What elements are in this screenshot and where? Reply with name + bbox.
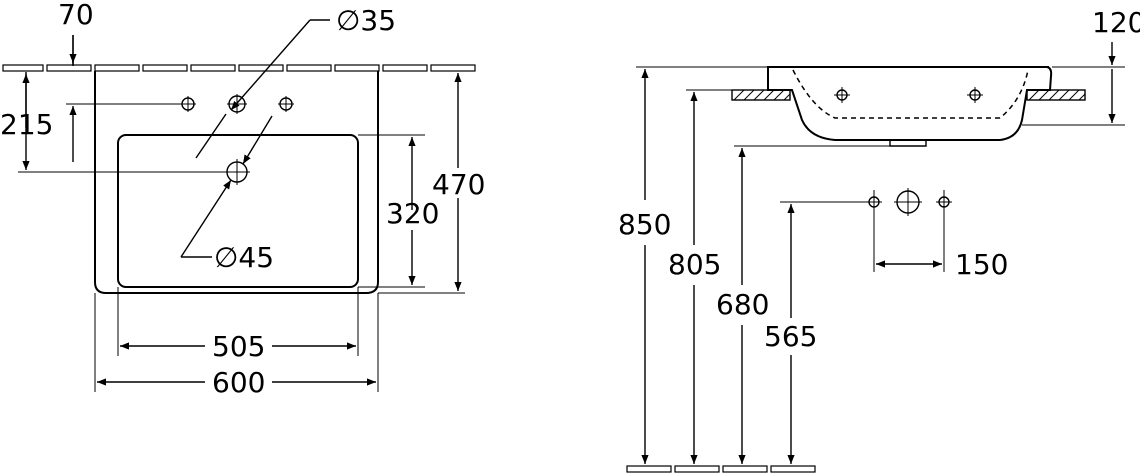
basin-inner-dashed [792,69,1029,119]
profile-tap-right [967,87,983,103]
dim-215-label: 215 [0,108,53,141]
dim-470-label: 470 [432,168,485,201]
dim-150-label: 150 [955,248,1008,281]
dim-600-label: 600 [212,366,265,399]
tap-hole-right [278,96,294,112]
countertop-section-right [1026,89,1086,101]
dim-320-label: 320 [386,197,439,230]
basin-bowl [117,134,359,288]
side-view: 120 850 805 680 565 [618,6,1140,473]
dim-805-label: 805 [668,248,721,281]
drain-hole [224,159,250,185]
outlet-center [894,188,922,216]
floor-strip [626,465,816,473]
dim-850-label: 850 [618,208,671,241]
tap-hole-left [180,96,196,112]
dim-565-label: 565 [764,320,817,353]
countertop-strip [2,64,476,72]
dia-35-label: ∅35 [336,4,396,37]
plan-view: 70 215 ∅35 ∅45 320 470 505 [0,0,485,399]
dim-505-label: 505 [212,330,265,363]
dia-45-label: ∅45 [214,241,274,274]
dim-70-label: 70 [58,0,94,31]
countertop-section-left [731,89,791,101]
dim-680-label: 680 [716,288,769,321]
basin-profile [767,66,1053,141]
dim-120-label: 120 [1092,6,1140,39]
basin-outline [94,71,379,294]
profile-tap-left [834,87,850,103]
